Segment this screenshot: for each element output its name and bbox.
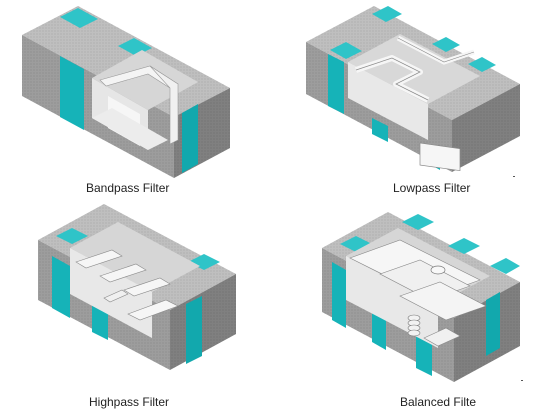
terminal-pad xyxy=(330,42,362,59)
electrode xyxy=(75,249,123,269)
terminal-pad xyxy=(372,6,402,22)
via xyxy=(430,265,446,275)
terminal-pad xyxy=(60,56,84,130)
bandpass-filter-block xyxy=(22,6,230,178)
terminal-pad xyxy=(402,214,434,230)
terminal-pad xyxy=(490,258,520,274)
terminal-pad xyxy=(432,37,460,52)
lowpass-caption: Lowpass Filter xyxy=(393,181,471,195)
terminal-pad xyxy=(332,262,346,328)
balanced-caption: Balanced Filte xyxy=(400,395,477,409)
terminal-pad xyxy=(372,118,388,142)
electrode xyxy=(399,281,487,321)
cavity xyxy=(70,222,200,292)
electrode xyxy=(127,299,179,321)
terminal-pad xyxy=(182,104,198,173)
terminal-pad xyxy=(186,296,202,364)
terminal-pad xyxy=(328,54,344,114)
electrode xyxy=(123,277,171,297)
bandpass-caption: Bandpass Filter xyxy=(86,181,170,195)
lowpass-filter-block xyxy=(306,6,520,172)
terminal-pad xyxy=(486,292,500,356)
via-stack xyxy=(407,314,421,337)
terminal-pad xyxy=(52,256,70,318)
electrode xyxy=(419,142,461,172)
balanced-filter-block xyxy=(322,212,520,382)
terminal-pad xyxy=(448,238,480,254)
highpass-filter-block xyxy=(38,204,236,370)
terminal-pad xyxy=(60,8,98,28)
terminal-pad xyxy=(56,228,88,244)
electrode xyxy=(99,263,147,283)
terminal-pad xyxy=(468,57,496,72)
highpass-caption: Highpass Filter xyxy=(89,395,170,409)
